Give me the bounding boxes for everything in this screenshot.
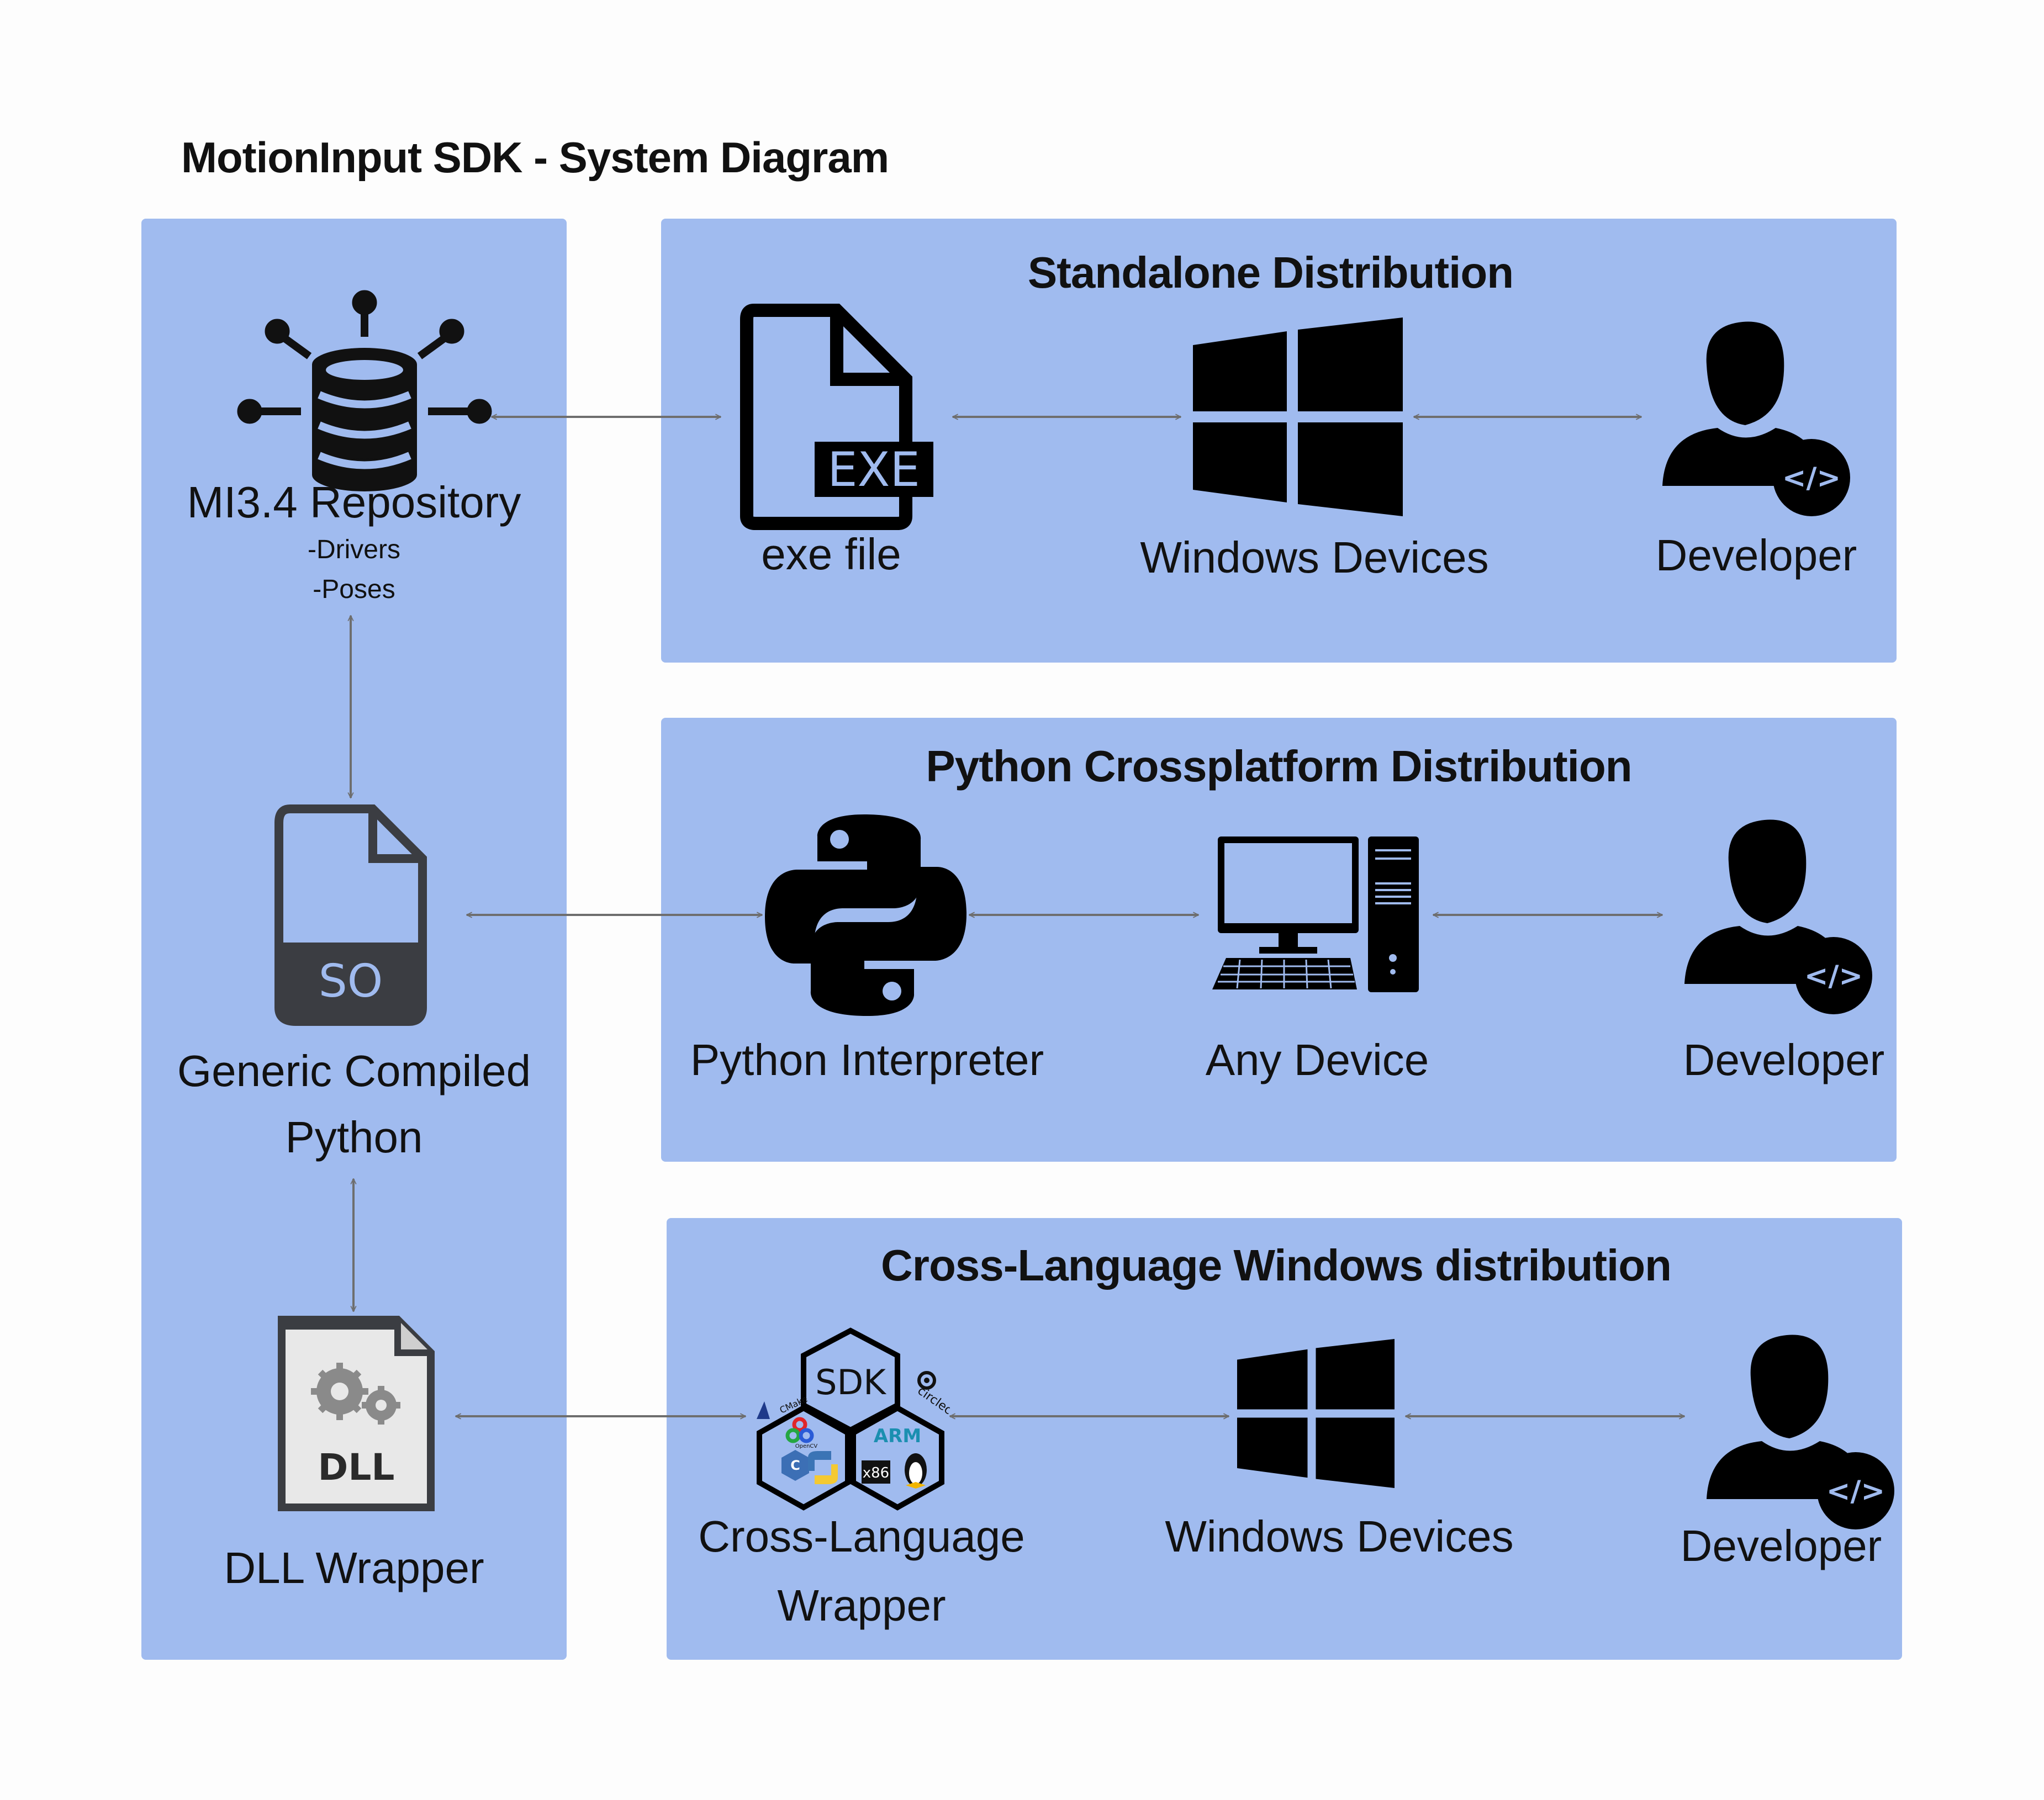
diagram-title: MotionInput SDK - System Diagram: [181, 133, 889, 182]
hex-sdk-label: SDK: [815, 1362, 886, 1402]
dll-badge: DLL: [318, 1446, 395, 1489]
developer-icon: </>: [1707, 1335, 1894, 1529]
desktop-computer-icon: [1212, 837, 1419, 992]
svg-text:C: C: [790, 1458, 800, 1473]
windows-devices-label-2: Windows Devices: [1165, 1512, 1514, 1561]
compiled-python-label-2: Python: [285, 1113, 423, 1162]
repository-poses-label: -Poses: [313, 575, 395, 604]
code-glyph: </>: [1826, 1475, 1885, 1508]
dll-wrapper-label: DLL Wrapper: [224, 1543, 484, 1592]
repository-label: MI3.4 Repository: [187, 478, 521, 527]
python-logo-icon: [765, 814, 966, 1016]
logo-circleci: circleci: [915, 1384, 950, 1419]
any-device-label: Any Device: [1205, 1035, 1429, 1084]
hex-arm-label: ARM: [874, 1425, 921, 1447]
crosslang-panel-title: Cross-Language Windows distribution: [881, 1241, 1672, 1290]
so-file-icon: SO: [274, 804, 427, 1026]
exe-badge: EXE: [827, 442, 920, 497]
logo-opencv: OpenCV: [795, 1443, 818, 1449]
exe-label: exe file: [761, 530, 901, 579]
cross-language-label-2: Wrapper: [777, 1581, 946, 1630]
dll-file-icon: DLL: [278, 1316, 435, 1511]
developer-label-3: Developer: [1680, 1521, 1882, 1570]
cross-language-label-1: Cross-Language: [698, 1512, 1025, 1561]
python-panel-title: Python Crossplatform Distribution: [926, 742, 1632, 791]
developer-icon: </>: [1662, 321, 1850, 516]
windows-logo-icon: [1193, 317, 1403, 516]
windows-devices-label-1: Windows Devices: [1140, 533, 1489, 582]
developer-label-2: Developer: [1683, 1035, 1885, 1084]
code-glyph: </>: [1804, 960, 1863, 993]
standalone-panel-title: Standalone Distribution: [1027, 248, 1514, 297]
hex-x86-label: x86: [863, 1465, 889, 1481]
windows-logo-icon: [1237, 1339, 1395, 1488]
cross-language-hex-icon: SDK ARM x86 C OpenCV CMake circleci: [757, 1327, 950, 1511]
code-glyph: </>: [1782, 462, 1841, 495]
compiled-python-label-1: Generic Compiled: [177, 1046, 531, 1095]
exe-file-icon: EXE: [740, 304, 933, 530]
repository-drivers-label: -Drivers: [308, 535, 400, 564]
so-badge: SO: [319, 955, 383, 1008]
python-interpreter-label: Python Interpreter: [690, 1035, 1044, 1084]
database-icon: [237, 290, 492, 491]
developer-icon: </>: [1684, 819, 1872, 1014]
python-panel: Python Crossplatform Distribution: [661, 718, 1897, 1162]
developer-label-1: Developer: [1655, 531, 1857, 580]
